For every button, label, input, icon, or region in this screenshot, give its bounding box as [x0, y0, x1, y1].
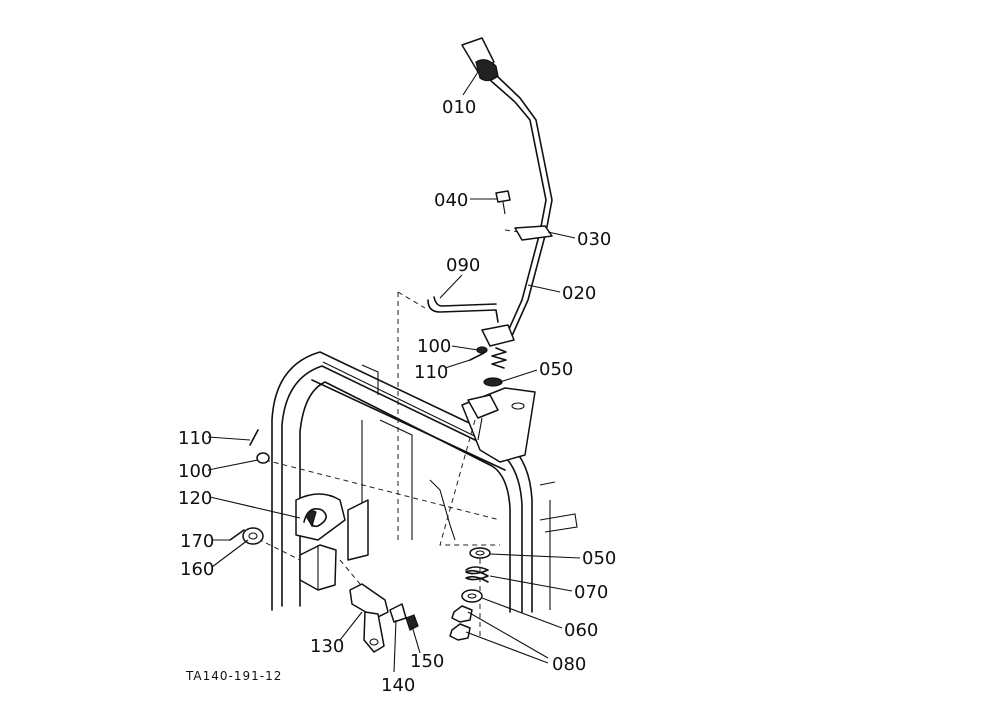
set-screw — [405, 614, 419, 631]
callout-labels: 010 040 030 090 020 100 110 050 110 100 … — [178, 97, 616, 696]
callout-140: 140 — [381, 675, 415, 696]
bushing — [389, 603, 407, 623]
callout-060: 060 — [564, 620, 598, 641]
callout-040: 040 — [434, 190, 468, 211]
callout-120: 120 — [178, 488, 212, 509]
callout-130: 130 — [310, 636, 344, 657]
lever-guide-plate — [514, 225, 553, 241]
washer-left — [256, 452, 270, 464]
right-stack — [449, 547, 491, 641]
callout-020: 020 — [562, 283, 596, 304]
spring-lower — [465, 566, 489, 583]
left-parts — [229, 429, 369, 591]
nut-2 — [449, 623, 471, 641]
callout-050-upper: 050 — [539, 359, 573, 380]
washer-upper — [483, 377, 503, 387]
spring-plate — [295, 493, 346, 541]
washer-lower — [469, 547, 491, 559]
callout-170: 170 — [180, 531, 214, 552]
callout-100-upper: 100 — [417, 336, 451, 357]
lever-spring — [491, 347, 507, 369]
arm-hub — [349, 583, 389, 619]
callout-050-lower: 050 — [582, 548, 616, 569]
callout-090: 090 — [446, 255, 480, 276]
callout-150: 150 — [410, 651, 444, 672]
pin-upper — [469, 352, 485, 361]
nut-1 — [451, 605, 473, 623]
washer-small-upper — [476, 346, 488, 354]
callout-110-left: 110 — [178, 428, 212, 449]
pin-left — [249, 429, 259, 446]
arm-lever — [363, 611, 385, 653]
callout-010: 010 — [442, 97, 476, 118]
callout-160: 160 — [180, 559, 214, 580]
lever-knob — [461, 37, 499, 82]
rod — [427, 296, 499, 323]
cab-frame — [271, 351, 578, 613]
callout-030: 030 — [577, 229, 611, 250]
nut-flange — [461, 589, 483, 603]
leader-lines — [207, 71, 581, 673]
callout-110-upper: 110 — [414, 362, 448, 383]
bolt — [495, 190, 511, 215]
callout-070: 070 — [574, 582, 608, 603]
pivot-bracket-plate — [461, 387, 536, 463]
callout-080: 080 — [552, 654, 586, 675]
bottom-arm-assembly — [349, 583, 419, 653]
shift-lever-assembly — [461, 37, 553, 387]
figure-code: TA140-191-12 — [185, 669, 282, 683]
callout-100-left: 100 — [178, 461, 212, 482]
